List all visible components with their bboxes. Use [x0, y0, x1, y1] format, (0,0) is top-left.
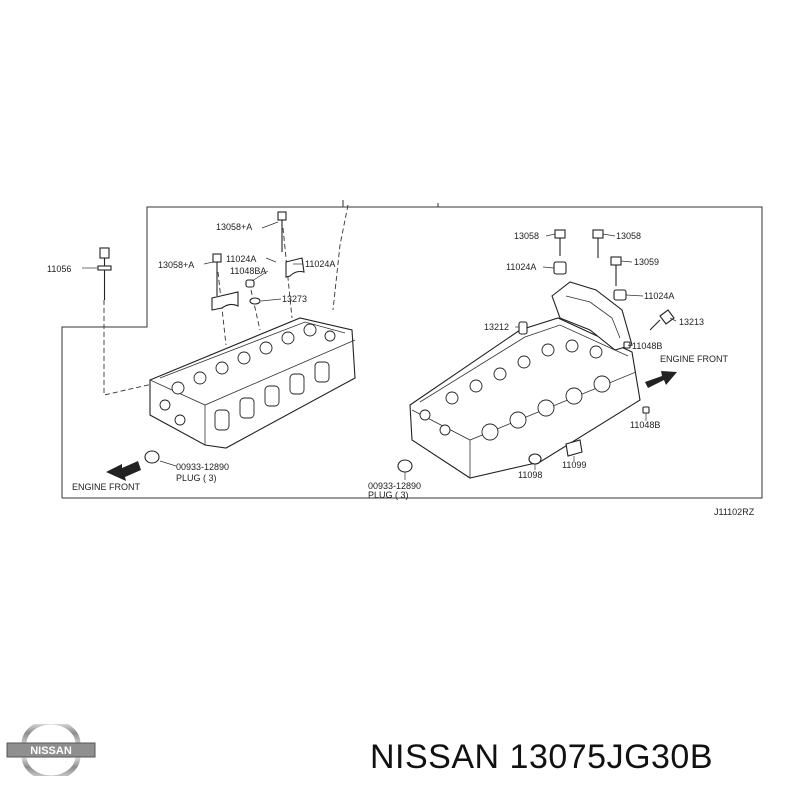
left-bolt-11056: [97, 247, 112, 300]
nissan-logo: NISSAN: [6, 719, 96, 781]
label-11048b-upper: 11048B: [632, 341, 662, 351]
logo-text: NISSAN: [30, 745, 72, 757]
diagram-frame: [61, 200, 763, 499]
label-13058a-left: 13058+A: [158, 260, 194, 270]
left-cylinder-head: [149, 317, 356, 449]
left-labels: 11056 13058+A 13058+A 11024A 11024A 1104…: [47, 222, 335, 492]
right-engine-front-arrow: [645, 371, 677, 388]
label-11024a-right: 11024A: [305, 259, 335, 269]
label-13058a-top: 13058+A: [216, 222, 252, 232]
label-11024a-right-right: 11024A: [644, 291, 674, 301]
label-11024a-right-left: 11024A: [506, 262, 536, 272]
left-cam-cap-right: [285, 257, 305, 278]
label-right-engine-front: ENGINE FRONT: [660, 354, 729, 364]
label-13273: 13273: [282, 294, 307, 304]
label-right-plug: 00933-12890: [368, 481, 421, 491]
right-head-camshaft-bores: [445, 339, 603, 405]
right-bolt-13058-left: [554, 229, 566, 256]
label-left-engine-front: ENGINE FRONT: [72, 482, 141, 492]
label-left-plug-qty: PLUG ( 3): [176, 473, 217, 483]
figure-code: J11102RZ: [714, 507, 755, 517]
right-cap-left: [553, 261, 567, 275]
left-leader-lines: [82, 221, 303, 467]
left-seal-ring: [249, 297, 261, 305]
label-11048ba: 11048BA: [230, 266, 266, 276]
left-head-ports: [214, 361, 330, 431]
left-engine-front-arrow: [106, 461, 141, 481]
left-plug: [144, 450, 160, 464]
label-11048b-lower: 11048B: [630, 420, 660, 430]
label-13058-right: 13058: [616, 231, 641, 241]
right-leader-lines: [404, 233, 677, 480]
right-seal-11098: [528, 453, 542, 465]
right-cap-right: [613, 289, 627, 301]
label-left-plug: 00933-12890: [176, 462, 229, 472]
right-seal-11099: [565, 439, 583, 457]
right-dowel-upper: [623, 341, 631, 349]
label-13059: 13059: [634, 257, 659, 267]
right-plug: [397, 459, 413, 473]
left-cam-cap-left: [211, 291, 239, 311]
right-dowel-lower: [642, 406, 650, 414]
label-11098: 11098: [518, 470, 542, 480]
right-labels: 13058 13058 13059 11024A 11024A 13212 13…: [368, 231, 729, 500]
label-13213: 13213: [679, 317, 704, 327]
label-11024a-left: 11024A: [226, 254, 256, 264]
label-13058-left: 13058: [514, 231, 539, 241]
right-bolt-13058-right: [592, 229, 604, 258]
right-cylinder-head: [409, 281, 641, 479]
left-dowel: [245, 279, 255, 288]
left-head-camshaft-bores: [171, 323, 336, 395]
label-11056: 11056: [47, 264, 71, 274]
right-head-ports: [481, 375, 611, 441]
right-sensor-13212: [518, 321, 528, 335]
label-13212: 13212: [484, 322, 509, 332]
label-right-plug-qty: PLUG ( 3): [368, 490, 409, 500]
label-11099: 11099: [562, 460, 586, 470]
part-caption: NISSAN 13075JG30B: [370, 738, 714, 776]
right-sensor-13213: [649, 309, 675, 331]
right-bolt-13059: [610, 256, 622, 286]
left-bolt-13058-top: [277, 211, 287, 252]
left-bolt-13058-left: [212, 253, 222, 296]
